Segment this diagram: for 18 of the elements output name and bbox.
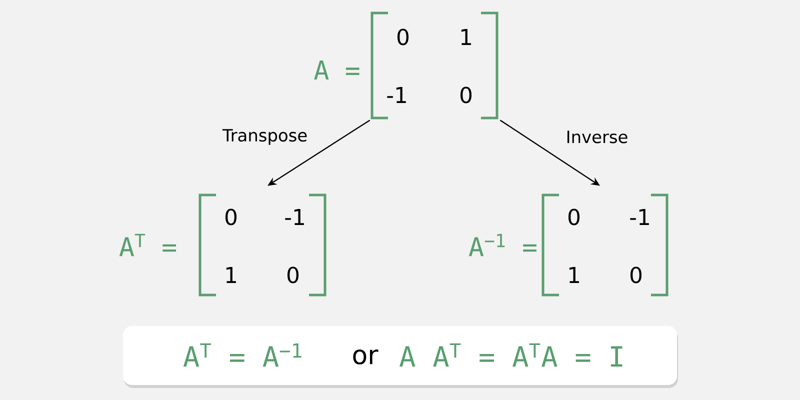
matrix-entry: 0 [460,86,472,104]
matrix-label: A = [314,60,360,80]
matrix-entry: -1 [630,209,649,225]
matrix-entry: 0 [568,208,580,226]
matrix-entry: 0 [287,266,299,284]
matrix-entry: 1 [226,267,236,283]
edge-label: Inverse [567,130,628,144]
matrix-entry: 1 [569,267,579,283]
formula-box: A$^{T}$ = A$^{−1}$ or A A$^{T}$ = A$^{T}$A = I [123,326,678,388]
matrix-entry: -1 [285,209,304,225]
matrix-entry: 0 [630,266,642,284]
matrix-entry: 0 [397,28,409,46]
matrix-label: A$^{−1}$ = [468,234,536,256]
edge-label: Transpose [222,129,307,145]
matrix-entry: 1 [461,29,471,45]
matrix-entry: 0 [225,208,237,226]
matrix-entry: -1 [387,87,406,103]
matrix-label: A$^{T}$ = [119,234,176,256]
